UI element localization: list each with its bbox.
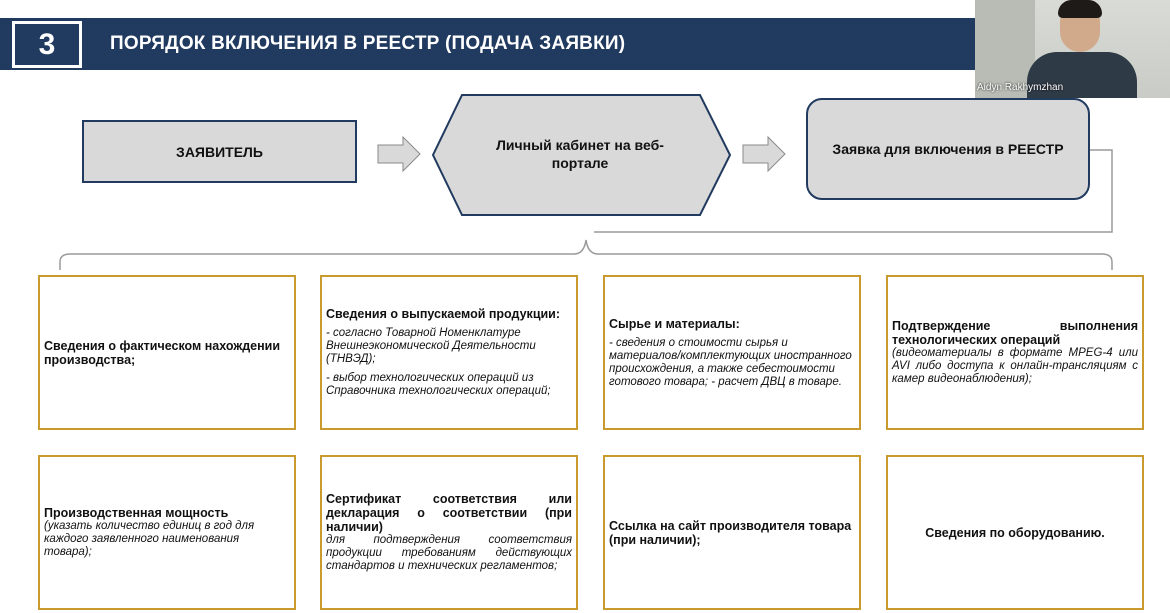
video-background (975, 0, 1035, 98)
card-raw-materials: Сырье и материалы: - сведения о стоимост… (603, 275, 861, 430)
cabinet-label: Личный кабинет на веб-портале (496, 137, 664, 171)
card-products: Сведения о выпускаемой продукции: - согл… (320, 275, 578, 430)
card-body: (видеоматериалы в формате MPEG-4 или AVI… (892, 347, 1138, 385)
applicant-box: ЗАЯВИТЕЛЬ (82, 120, 357, 183)
card-body: - сведения о стоимости сырья и материало… (609, 336, 852, 388)
card-title: Сведения о фактическом нахождении произв… (44, 338, 281, 367)
participant-hair (1058, 0, 1102, 18)
card-title: Сведения о выпускаемой продукции: (326, 307, 561, 321)
video-participant-tile[interactable]: Aidyn Rakhymzhan (975, 0, 1170, 98)
card-manufacturer-link: Ссылка на сайт производителя товара (при… (603, 455, 861, 610)
card-title: Сертификат соответствия или декларация о… (326, 492, 572, 534)
right-arrow-icon (742, 136, 786, 172)
request-label: Заявка для включения в РЕЕСТР (832, 141, 1064, 157)
card-item: - согласно Товарной Номенклатуре Внешнеэ… (326, 327, 536, 365)
participant-body (1027, 52, 1137, 98)
card-title: Сведения по оборудованию. (925, 525, 1105, 540)
right-arrow-icon (377, 136, 421, 172)
card-title: Сырье и материалы: (609, 316, 740, 331)
card-title: Производственная мощность (44, 506, 229, 520)
participant-name: Aidyn Rakhymzhan (977, 82, 1064, 93)
slide-number: 3 (12, 21, 82, 68)
card-body: (указать количество единиц в год для каж… (44, 520, 255, 558)
card-title: Ссылка на сайт производителя товара (при… (609, 518, 852, 547)
card-certificate: Сертификат соответствия или декларация о… (320, 455, 578, 610)
card-title: Подтверждение выполнения технологических… (892, 319, 1138, 347)
card-body: для подтверждения соответствия продукции… (326, 534, 572, 572)
card-item: - выбор технологических операций из Спра… (326, 372, 551, 397)
card-equipment: Сведения по оборудованию. (886, 455, 1144, 610)
request-box: Заявка для включения в РЕЕСТР (806, 98, 1090, 200)
applicant-label: ЗАЯВИТЕЛЬ (176, 143, 263, 160)
card-capacity: Производственная мощность (указать колич… (38, 455, 296, 610)
slide-title: ПОРЯДОК ВКЛЮЧЕНИЯ В РЕЕСТР (ПОДАЧА ЗАЯВК… (110, 33, 626, 54)
card-tech-operations: Подтверждение выполнения технологических… (886, 275, 1144, 430)
card-production-location: Сведения о фактическом нахождении произв… (38, 275, 296, 430)
